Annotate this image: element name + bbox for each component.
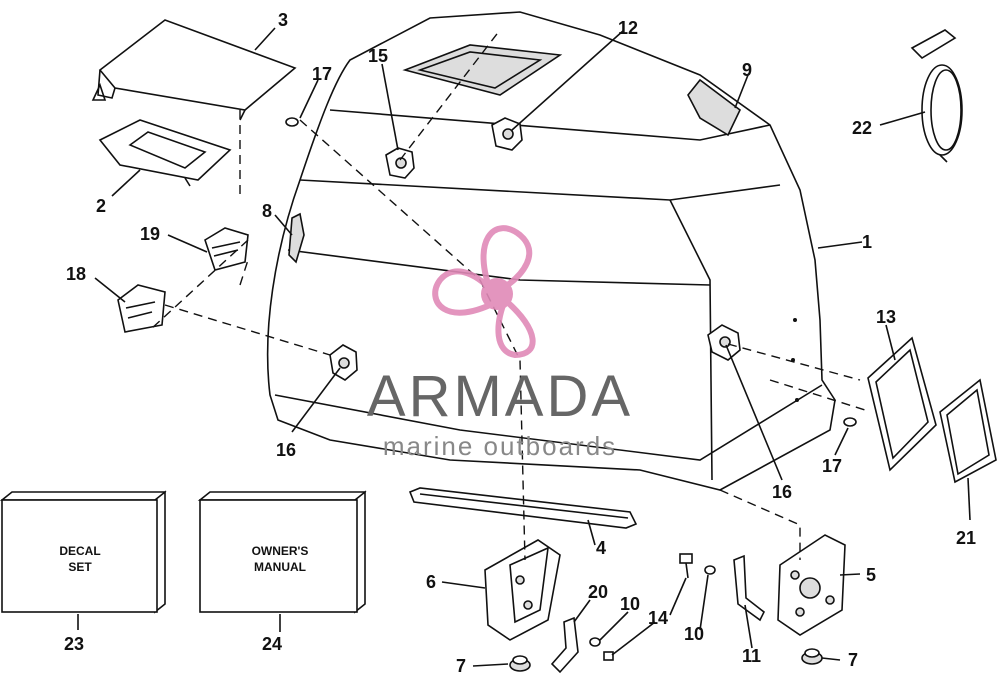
plate-5 (777, 534, 846, 636)
decal-box-line2: SET (68, 560, 92, 574)
screw-17 (285, 117, 857, 427)
intake-cover (91, 19, 297, 121)
callout-12: 12 (618, 18, 638, 38)
washer-10-b (589, 637, 601, 647)
bracket-6 (484, 539, 561, 641)
callout-20: 20 (588, 582, 608, 602)
callout-5: 5 (866, 565, 876, 585)
grommet-16-right (707, 324, 741, 361)
callout-15: 15 (368, 46, 388, 66)
screw-14 (679, 553, 693, 579)
callout-3: 3 (278, 10, 288, 30)
seal-13 (867, 336, 937, 472)
callout-1: 1 (862, 232, 872, 252)
propeller-logo (432, 225, 536, 359)
callout-16-left: 16 (276, 440, 296, 460)
engine-cowl (266, 11, 836, 491)
callout-22: 22 (852, 118, 872, 138)
callout-21: 21 (956, 528, 976, 548)
callout-23: 23 (64, 634, 84, 654)
callout-2: 2 (96, 196, 106, 216)
grommet-12 (491, 117, 523, 151)
brand-name: ARMADA (367, 364, 633, 429)
wire-assembly-22 (910, 29, 963, 163)
callout-numbers: 3 2 17 15 12 9 1 8 19 18 16 16 17 13 21 … (64, 10, 976, 676)
callout-7-left: 7 (456, 656, 466, 676)
callout-14: 14 (648, 608, 668, 628)
callout-18: 18 (66, 264, 86, 284)
callout-13: 13 (876, 307, 896, 327)
grommet-15 (385, 147, 415, 179)
latch-bracket-19 (204, 227, 249, 271)
callout-16-right: 16 (772, 482, 792, 502)
callout-19: 19 (140, 224, 160, 244)
decal-box-line1: DECAL (59, 544, 100, 558)
callout-17-right: 17 (822, 456, 842, 476)
seal-21 (939, 378, 997, 484)
latch-bracket-18 (117, 284, 166, 333)
callout-24: 24 (262, 634, 282, 654)
callout-4: 4 (596, 538, 606, 558)
callout-7-right: 7 (848, 650, 858, 670)
callout-10-a: 10 (620, 594, 640, 614)
callout-8: 8 (262, 201, 272, 221)
seal-strip-4 (408, 487, 638, 529)
callout-10-b: 10 (684, 624, 704, 644)
decal-set-box: DECAL SET (0, 490, 167, 614)
callout-9: 9 (742, 60, 752, 80)
screw-lower (603, 651, 614, 661)
callout-17-top: 17 (312, 64, 332, 84)
bracket-11 (733, 554, 766, 622)
grommet-7-right (801, 648, 823, 665)
intake-grille (98, 119, 232, 187)
washer-10-a (704, 565, 716, 575)
owners-manual-box: OWNER'S MANUAL (197, 490, 367, 614)
manual-box-line2: MANUAL (254, 560, 306, 574)
bracket-20 (550, 616, 579, 674)
assembly-lines (149, 29, 866, 561)
leader-lines (77, 27, 971, 667)
callout-6: 6 (426, 572, 436, 592)
grommet-7-left (509, 655, 531, 672)
callout-11: 11 (742, 646, 761, 666)
brand-tagline: marine outboards (383, 431, 617, 461)
manual-box-line1: OWNER'S (252, 544, 309, 558)
